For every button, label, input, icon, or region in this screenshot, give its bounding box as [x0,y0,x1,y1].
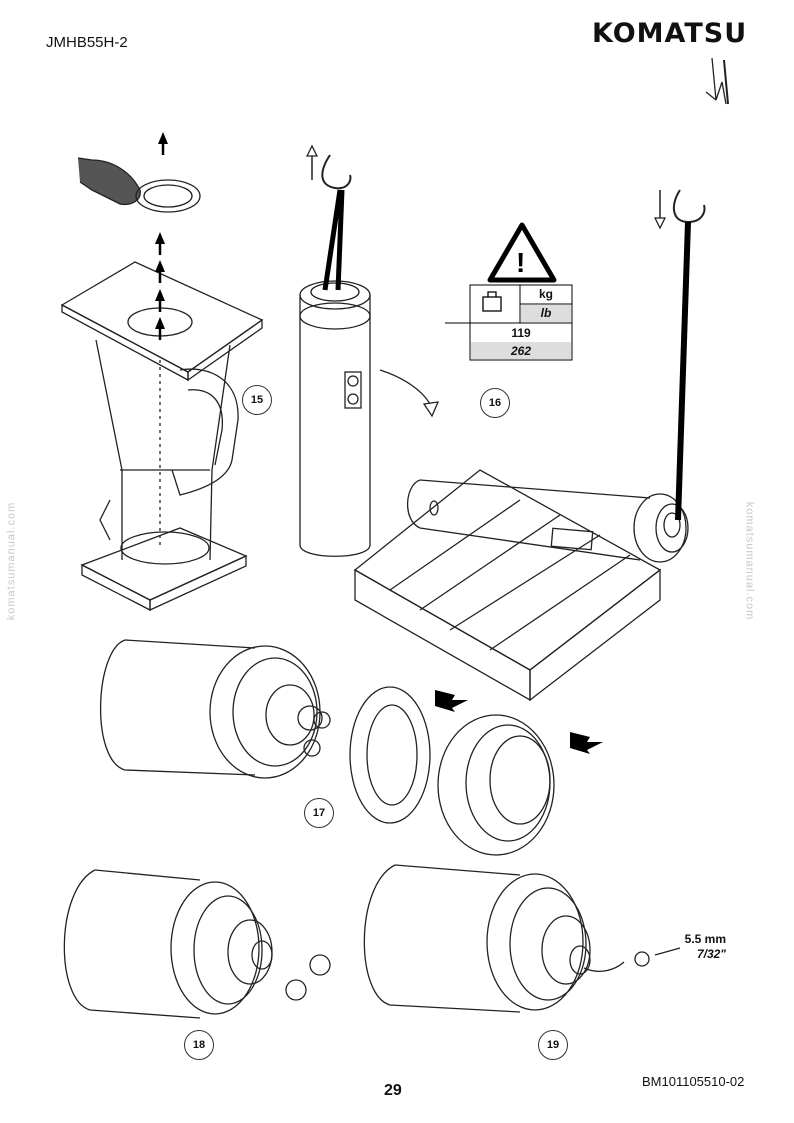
hand-holding-ring [77,157,201,213]
brand-logo: KOMATSU [592,18,748,49]
weight-icon [482,291,502,312]
cylinder-on-pallet-illustration [353,189,706,702]
step-number-16: 16 [480,388,510,418]
document-code: BM101105510-02 [642,1074,745,1089]
weight-unit-kg: kg [538,287,553,301]
cylinder-head-step18-illustration [63,869,331,1019]
weight-value-lb: 262 [510,344,532,358]
step-number-18: 18 [184,1030,214,1060]
cylinder-head-disassembly-illustration [99,639,555,856]
cylinder-upright-illustration [299,154,371,557]
removal-arrows [435,690,603,754]
weight-unit-lb: lb [540,306,552,320]
measurement-metric: 5.5 mm [684,932,726,946]
step-number-15: 15 [242,385,272,415]
measurement-imperial: 7/32" [696,947,726,961]
step-number-17: 17 [304,798,334,828]
step-number-19: 19 [538,1030,568,1060]
cylinder-head-step19-illustration [363,864,681,1013]
warning-icon: ! [516,247,525,278]
brand-figure-mark [705,57,729,105]
bracket-housing-illustration [60,261,264,612]
weight-value-kg: 119 [511,326,531,340]
page-number: 29 [384,1082,402,1099]
document-model-code: JMHB55H-2 [46,34,128,51]
